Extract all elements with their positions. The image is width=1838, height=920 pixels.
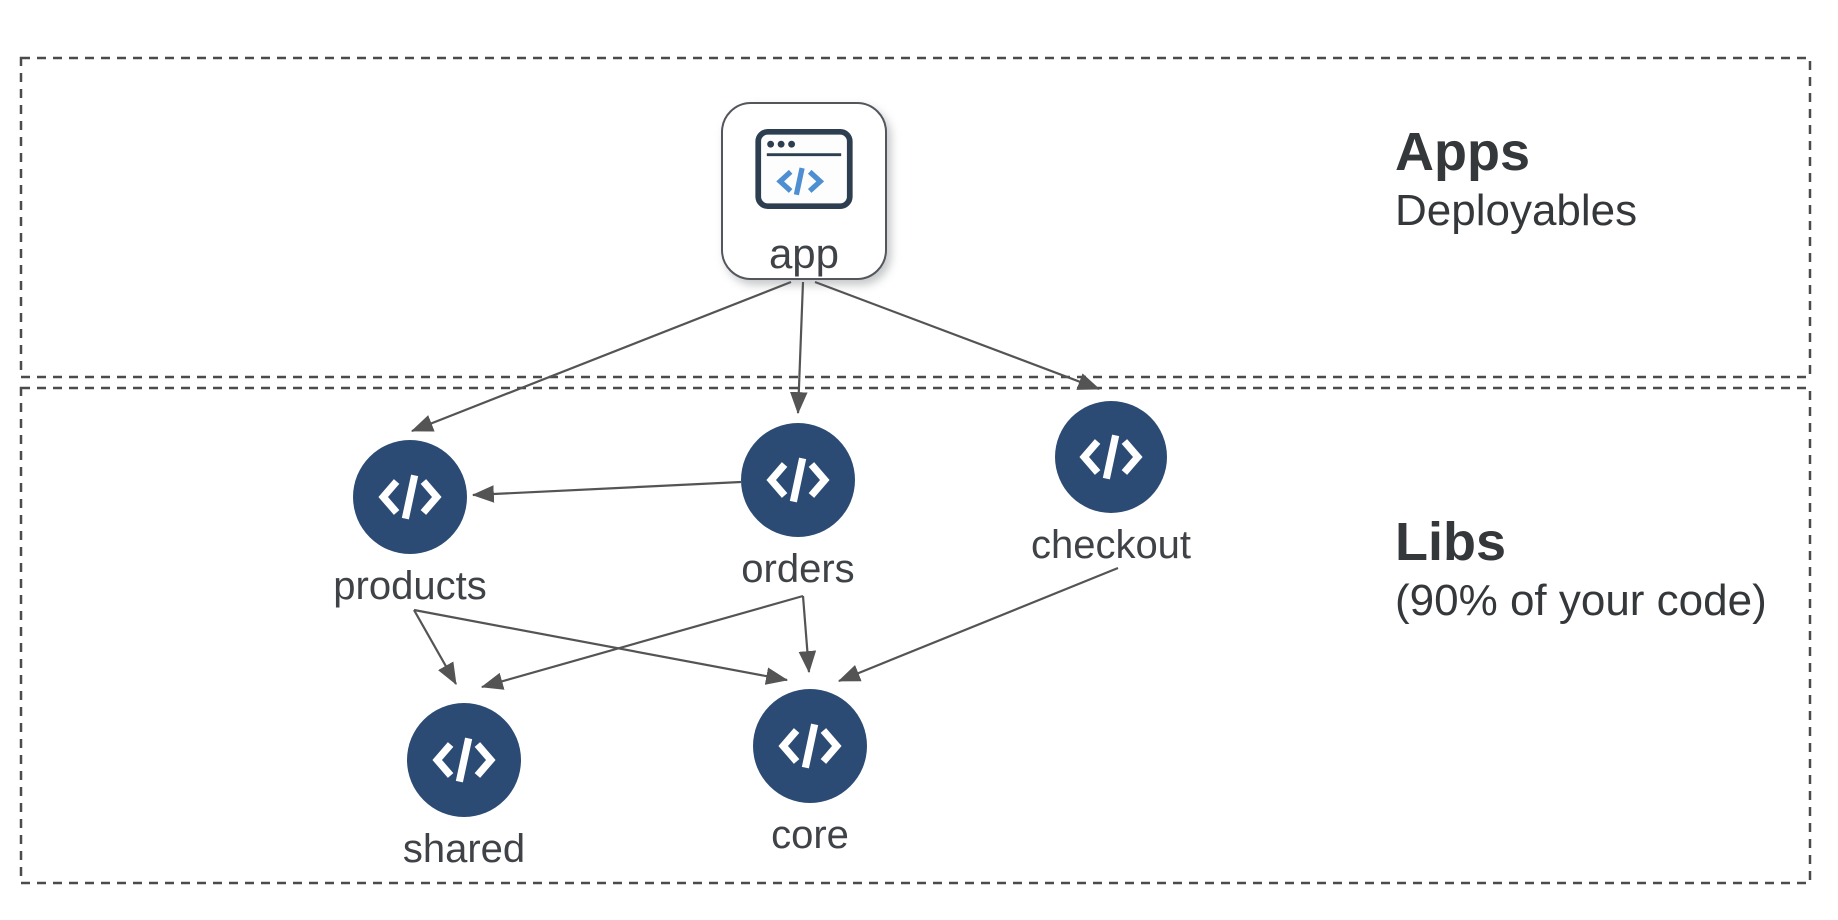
edge-app-orders — [790, 281, 808, 415]
apps-section-box — [19, 56, 1812, 379]
edge-orders-shared — [480, 594, 804, 690]
browser-window-icon — [755, 128, 853, 210]
node-app-label: app — [768, 230, 840, 277]
section-apps-heading: Apps Deployables — [1395, 122, 1637, 240]
node-orders: orders — [741, 423, 855, 591]
node-products-label: products — [333, 564, 487, 608]
node-shared: shared — [403, 703, 525, 871]
code-icon — [353, 440, 467, 554]
code-icon — [407, 703, 521, 817]
libs-title: Libs — [1395, 512, 1507, 572]
node-orders-label: orders — [741, 547, 855, 591]
edge-products-shared — [413, 609, 457, 685]
apps-subtitle: Deployables — [1395, 186, 1638, 236]
node-shared-label: shared — [402, 827, 526, 871]
edge-orders-core — [798, 595, 817, 674]
libs-section-box — [19, 386, 1812, 885]
node-core-label: core — [771, 813, 849, 857]
apps-title: Apps — [1395, 122, 1530, 182]
node-checkout-label: checkout — [1030, 523, 1192, 567]
edge-orders-products — [471, 480, 742, 503]
node-checkout: checkout — [1031, 401, 1191, 567]
node-products: products — [333, 440, 487, 608]
edge-checkout-core — [837, 566, 1119, 683]
code-icon — [741, 423, 855, 537]
edge-app-checkout — [814, 280, 1101, 391]
code-icon — [1055, 401, 1167, 513]
edge-app-products — [410, 280, 792, 433]
edge-products-core — [413, 608, 789, 685]
libs-subtitle: (90% of your code) — [1395, 576, 1767, 626]
section-libs-heading: Libs (90% of your code) — [1395, 512, 1767, 630]
code-icon — [753, 689, 867, 803]
node-core: core — [753, 689, 867, 857]
node-app: app — [721, 102, 887, 280]
